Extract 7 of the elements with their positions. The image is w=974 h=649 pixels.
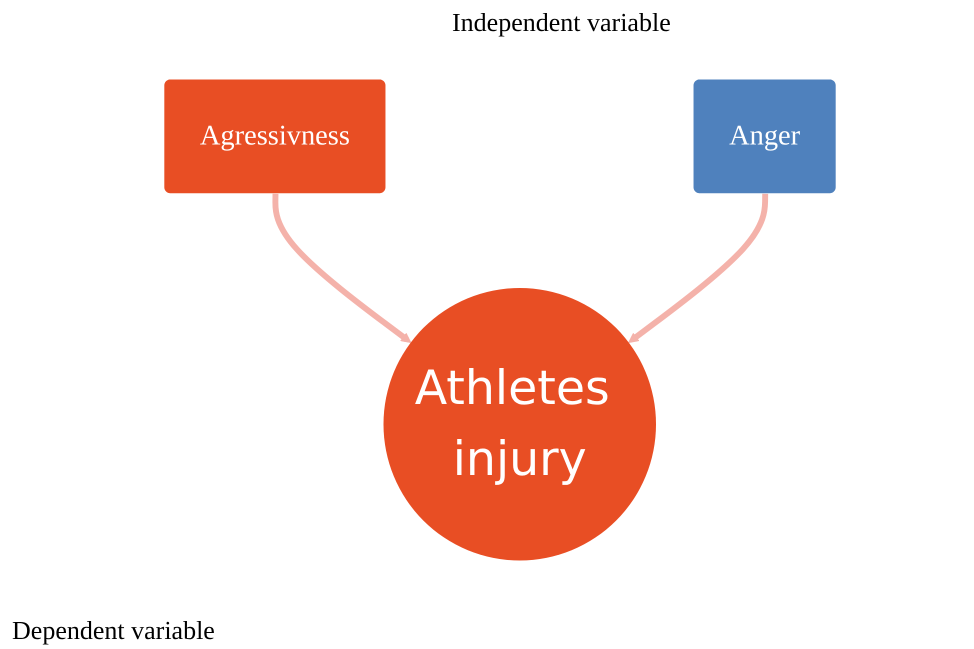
variable-label: Independent variable [452, 8, 671, 38]
arrow [272, 194, 412, 343]
node-box: Agressivness [164, 79, 386, 194]
variable-label: Dependent variable [12, 616, 215, 646]
node-circle: Athletes injury [384, 288, 656, 561]
arrow [628, 194, 768, 343]
node-box: Anger [694, 79, 836, 194]
